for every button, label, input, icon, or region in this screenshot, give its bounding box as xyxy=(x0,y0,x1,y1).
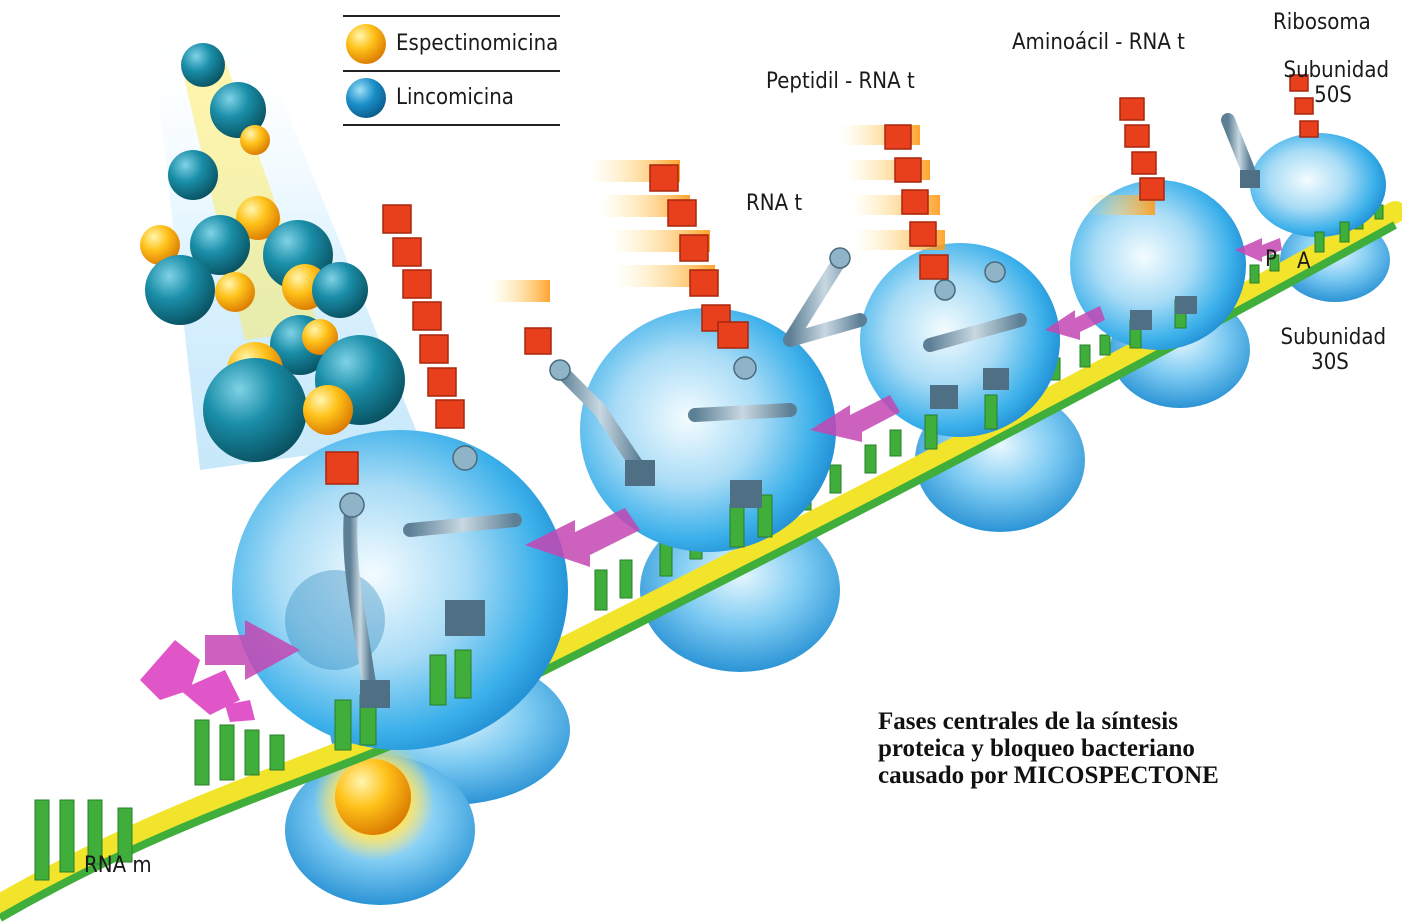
legend-item-lincomicina: Lincomicina xyxy=(343,72,560,122)
site-p-label: P xyxy=(1265,247,1277,272)
espectinomicina-swatch-icon xyxy=(345,23,387,65)
subunidad-30s-label: Subunidad 30S xyxy=(1281,325,1380,376)
site-a-label: A xyxy=(1297,249,1311,274)
legend-top-rule xyxy=(343,15,560,17)
legend: Espectinomicina Lincomicina xyxy=(343,15,560,125)
peptidil-trna-label: Peptidil - RNA t xyxy=(766,69,915,94)
legend-item-espectinomicina: Espectinomicina xyxy=(343,18,560,68)
legend-label: Espectinomicina xyxy=(396,31,558,56)
legend-bottom-rule xyxy=(343,124,560,126)
trna-label: RNA t xyxy=(746,191,802,216)
ribosoma-label: Ribosoma xyxy=(1273,10,1371,35)
mrna-label: RNA m xyxy=(84,853,152,878)
subunidad-50s-label: Subunidad 50S xyxy=(1284,58,1383,109)
lincomicina-swatch-icon xyxy=(345,77,387,119)
caption-line-1: Fases centrales de la síntesis xyxy=(878,708,1258,735)
caption-line-3: causado por MICOSPECTONE xyxy=(878,762,1258,789)
legend-label: Lincomicina xyxy=(396,85,514,110)
figure-caption: Fases centrales de la síntesis proteica … xyxy=(878,708,1258,789)
aminoacil-trna-label: Aminoácil - RNA t xyxy=(1012,30,1185,55)
caption-line-2: proteica y bloqueo bacteriano xyxy=(878,735,1258,762)
